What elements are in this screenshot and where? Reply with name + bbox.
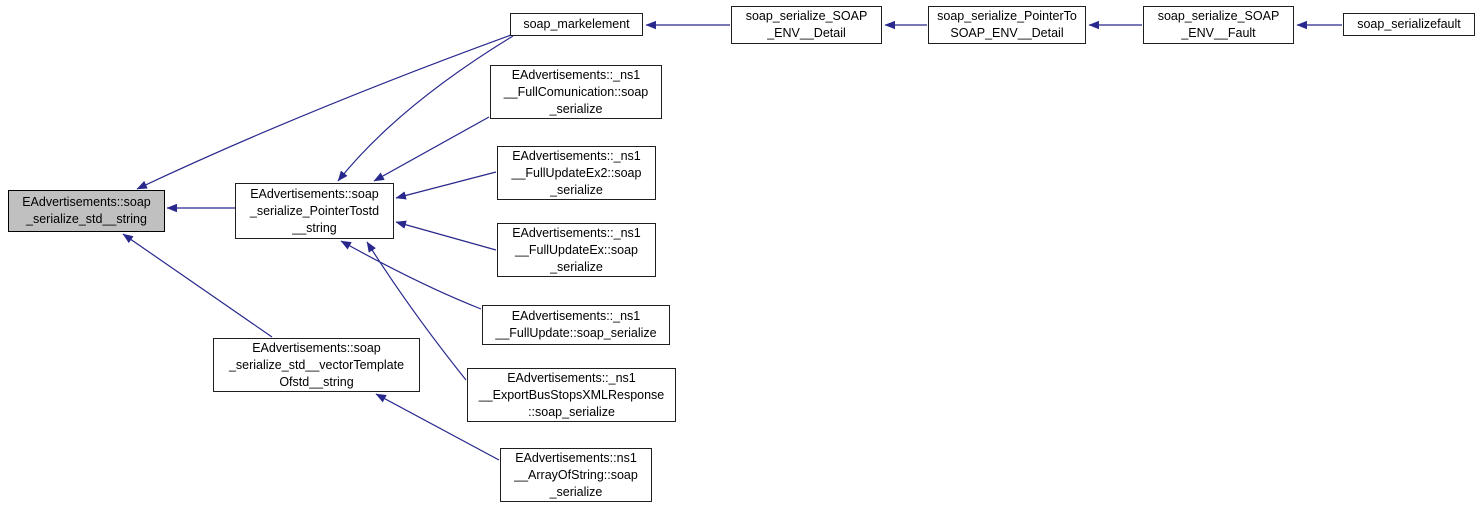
node-soap-serialize-std-vectortemplateofstd-string[interactable]: EAdvertisements::soap _serialize_std__ve… <box>213 338 420 392</box>
edge-markelement-to-std_string <box>136 34 512 190</box>
node-soap-markelement[interactable]: soap_markelement <box>510 13 643 36</box>
edge-vector_template-to-std_string <box>122 233 273 338</box>
node-soap-serialize-pointer-tostd-string[interactable]: EAdvertisements::soap _serialize_Pointer… <box>235 183 394 239</box>
node-soap-serializefault[interactable]: soap_serializefault <box>1343 13 1475 36</box>
node-ns1-fullcomunication-soap-serialize[interactable]: EAdvertisements::_ns1 __FullComunication… <box>490 65 662 119</box>
node-soap-serialize-std-string: EAdvertisements::soap _serialize_std__st… <box>8 190 165 232</box>
node-soap-serialize-pointerto-soap-env-detail[interactable]: soap_serialize_PointerTo SOAP_ENV__Detai… <box>928 6 1086 44</box>
node-ns1-exportbusstopsxmlresponse-soap-serialize[interactable]: EAdvertisements::_ns1 __ExportBusStopsXM… <box>467 368 676 422</box>
node-ns1-fullupdate-soap-serialize[interactable]: EAdvertisements::_ns1 __FullUpdate::soap… <box>482 305 670 345</box>
node-ns1-fullupdate-ex-soap-serialize[interactable]: EAdvertisements::_ns1 __FullUpdateEx::so… <box>497 223 656 277</box>
node-soap-serialize-soap-env-detail[interactable]: soap_serialize_SOAP _ENV__Detail <box>731 6 882 44</box>
edge-export_busstops-to-pointer_tostd_string <box>366 241 467 381</box>
node-ns1-arrayofstring-soap-serialize[interactable]: EAdvertisements::ns1 __ArrayOfString::so… <box>500 448 652 502</box>
edge-fullcomunication-to-pointer_tostd_string <box>373 116 490 182</box>
edge-fullupdate-to-pointer_tostd_string <box>340 240 482 310</box>
edge-fullupdate_ex-to-pointer_tostd_string <box>395 220 497 251</box>
node-soap-serialize-soap-env-fault[interactable]: soap_serialize_SOAP _ENV__Fault <box>1143 6 1294 44</box>
edge-array_of_string-to-vector_template <box>375 393 500 461</box>
node-ns1-fullupdate-ex2-soap-serialize[interactable]: EAdvertisements::_ns1 __FullUpdateEx2::s… <box>497 146 656 200</box>
edge-markelement-to-pointer_tostd_string <box>337 35 514 182</box>
edge-fullupdate_ex2-to-pointer_tostd_string <box>395 171 497 200</box>
